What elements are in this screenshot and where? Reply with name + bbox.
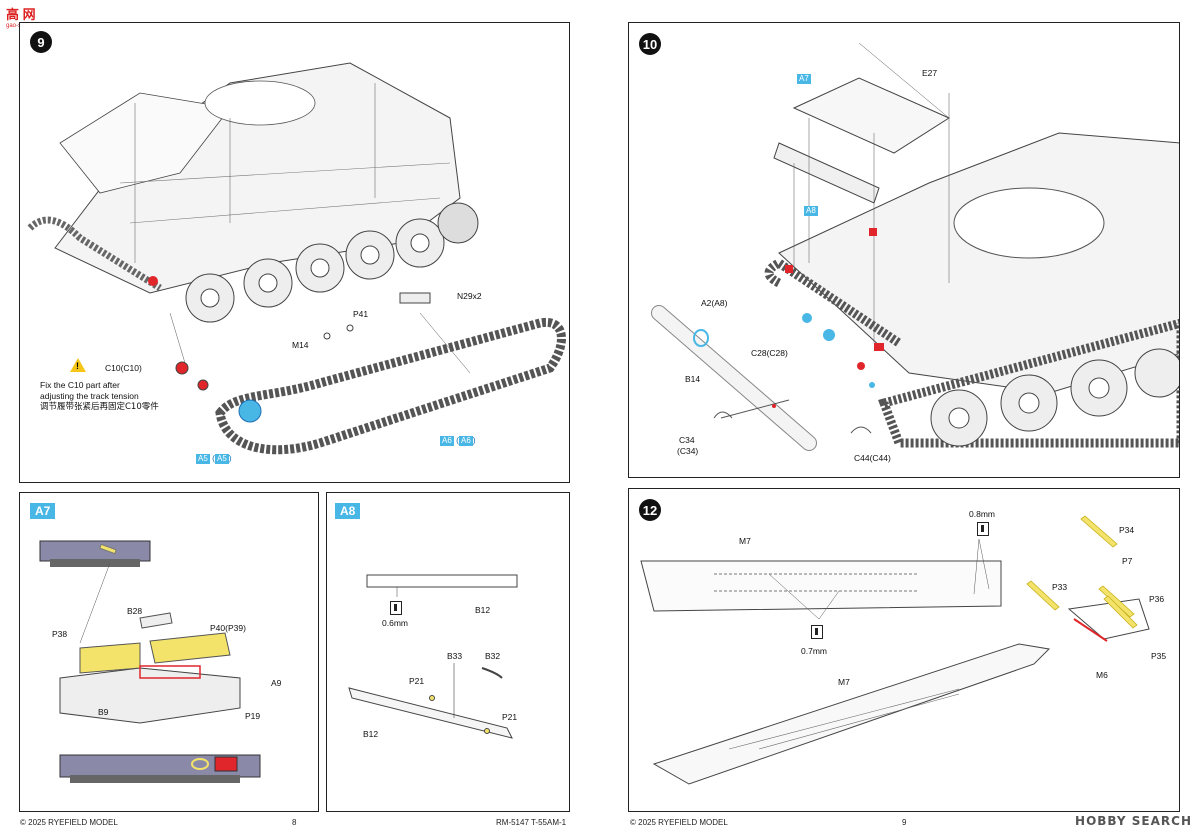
label-m7-top: M7 [739, 536, 751, 546]
note-line-1: Fix the C10 part after [40, 380, 120, 390]
label-p36: P36 [1149, 594, 1165, 604]
step-badge: 9 [30, 31, 52, 53]
measure-icon [977, 522, 989, 536]
label-b12-bottom: B12 [363, 729, 379, 739]
label-0-8mm: 0.8mm [969, 509, 995, 519]
label-p35: P35 [1151, 651, 1167, 661]
watermark-hobby-search: HOBBY SEARCH [1075, 814, 1192, 828]
label-p21-right: P21 [502, 712, 518, 722]
label-m6: M6 [1096, 670, 1108, 680]
footer-copyright-left: © 2025 RYEFIELD MODEL [20, 818, 118, 827]
label-b32: B32 [485, 651, 501, 661]
label-p34: P34 [1119, 525, 1135, 535]
footer-product-code: RM-5147 T-55AM-1 [496, 818, 567, 827]
note-line-cn: 调节履带张紧后再固定C10零件 [40, 402, 159, 412]
label-c10: C10(C10) [105, 363, 142, 373]
label-b14: B14 [685, 374, 701, 384]
label-m7-bottom: M7 [838, 677, 850, 687]
label-a5: A5 (A5) [196, 453, 232, 464]
subassembly-a8-panel: A8 0.6mm B12 B33 B32 P21 P21 B12 [326, 492, 570, 812]
label-p33: P33 [1052, 582, 1068, 592]
label-p38: P38 [52, 629, 68, 639]
a7-tag: A7 [30, 503, 56, 519]
warning-icon: ! [70, 358, 86, 372]
label-b33: B33 [447, 651, 463, 661]
footer-copyright-right: © 2025 RYEFIELD MODEL [630, 818, 728, 827]
label-p40: P40(P39) [210, 623, 246, 633]
step-10-illustration [651, 42, 1179, 451]
step-12-panel: 12 M7 0.8mm P34 [628, 488, 1180, 812]
label-a7: A7 [797, 74, 811, 84]
label-c28: C28(C28) [751, 348, 788, 358]
label-p7: P7 [1122, 556, 1133, 566]
label-a8: A8 [804, 206, 818, 216]
label-c34-paren: (C34) [677, 446, 699, 456]
label-a9: A9 [271, 678, 282, 688]
measure-icon [390, 601, 402, 615]
note-line-2: adjusting the track tension [40, 391, 139, 401]
label-a6: A6 (A6) [440, 435, 476, 446]
label-m14: M14 [292, 340, 309, 350]
label-p41: P41 [353, 309, 369, 319]
step-badge: 10 [639, 33, 661, 55]
footer-page-number-left: 8 [292, 818, 297, 827]
label-c34: C34 [679, 435, 695, 445]
step-10-panel: 10 [628, 22, 1180, 478]
step-badge: 12 [639, 499, 661, 521]
label-p19: P19 [245, 711, 261, 721]
a8-tag: A8 [335, 503, 361, 519]
footer-page-number-right: 9 [902, 818, 907, 827]
a7-illustration [39, 540, 261, 783]
right-page: 10 [600, 0, 1200, 838]
label-b9: B9 [98, 707, 109, 717]
label-0-7mm: 0.7mm [801, 646, 827, 656]
step-12-illustration [640, 515, 1150, 785]
left-page: 9 [19, 22, 570, 827]
label-c44: C44(C44) [854, 453, 891, 463]
measure-icon [811, 625, 823, 639]
label-b28: B28 [127, 606, 143, 616]
label-a2: A2(A8) [701, 298, 728, 308]
label-0-6mm: 0.6mm [382, 618, 408, 628]
watermark-brand: 高 网 [6, 7, 36, 22]
a8-illustration [348, 574, 518, 739]
warning-note: Fix the C10 part after adjusting the tra… [40, 380, 159, 413]
step-9-illustration [27, 62, 566, 455]
label-e27: E27 [922, 68, 938, 78]
step-9-panel: 9 [19, 22, 570, 483]
label-b12-top: B12 [475, 605, 491, 615]
subassembly-a7-panel: A7 B28 P40(P39) P38 A9 B9 P19 [19, 492, 319, 812]
label-p21-left: P21 [409, 676, 425, 686]
label-n29: N29x2 [457, 291, 482, 301]
